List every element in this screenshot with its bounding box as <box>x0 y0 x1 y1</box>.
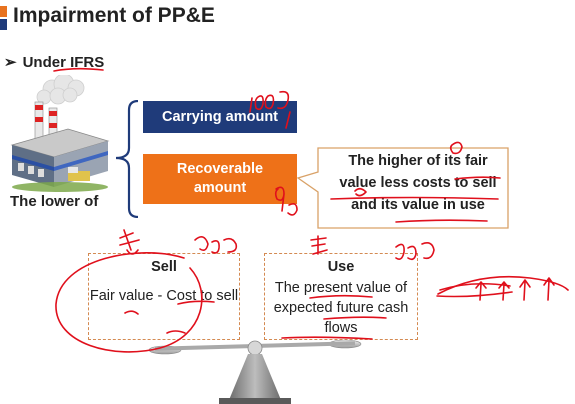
title-marker <box>0 6 7 30</box>
bullet-text: Under IFRS <box>22 54 105 71</box>
use-box: Use The present value of expected future… <box>264 253 418 340</box>
header: Impairment of PP&E <box>0 4 575 30</box>
use-body: The present value of expected future cas… <box>273 280 409 336</box>
balance-scale-icon <box>148 339 362 404</box>
title-marker-bottom <box>0 19 7 30</box>
sell-box: Sell Fair value - Cost to sell <box>88 253 240 340</box>
factory-icon <box>10 75 110 192</box>
curly-brace <box>115 100 139 218</box>
sell-body: Fair value - Cost to sell <box>89 288 239 304</box>
page-title: Impairment of PP&E <box>13 4 215 27</box>
callout-text: The higher of its fair value less costs … <box>339 153 497 213</box>
callout-bubble <box>296 147 509 229</box>
bullet-arrow-icon: ➢ <box>4 54 17 71</box>
illustration-caption: The lower of <box>10 193 99 210</box>
bullet-under-ifrs: ➢ Under IFRS <box>4 53 104 71</box>
title-marker-top <box>0 6 7 17</box>
recoverable-amount-box: Recoverable amount <box>143 154 297 204</box>
use-heading: Use <box>327 259 355 275</box>
sell-heading: Sell <box>151 259 177 275</box>
carrying-amount-box: Carrying amount <box>143 101 297 133</box>
